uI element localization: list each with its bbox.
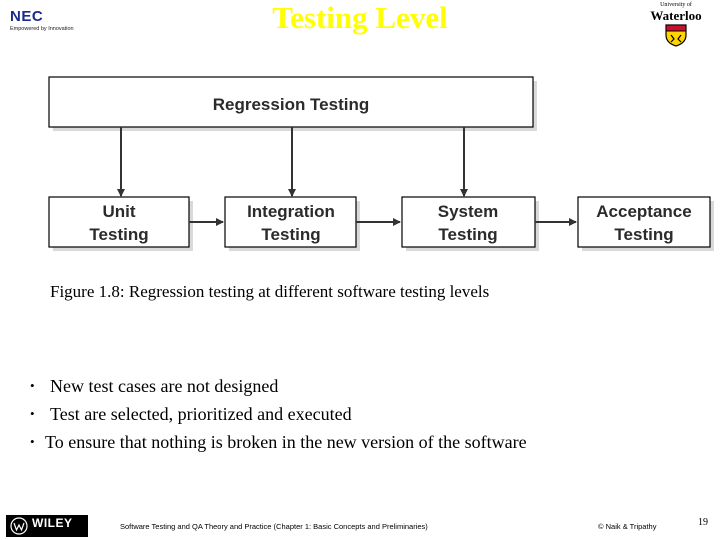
- bullet-list: • New test cases are not designed • Test…: [30, 374, 690, 458]
- bullet-text: To ensure that nothing is broken in the …: [45, 432, 527, 452]
- footer-book-title: Software Testing and QA Theory and Pract…: [120, 522, 428, 531]
- waterloo-logo-word: Waterloo: [650, 8, 702, 23]
- bullet-marker: •: [30, 378, 35, 393]
- unit-testing-box: Unit Testing: [48, 196, 193, 251]
- regression-testing-diagram: Regression Testing Unit Testing Integrat…: [48, 76, 714, 251]
- wiley-emblem-icon: [10, 517, 28, 535]
- waterloo-logo: University of Waterloo: [636, 2, 716, 48]
- unit-testing-line1: Unit: [102, 202, 135, 221]
- bullet-item: • New test cases are not designed: [30, 374, 690, 402]
- wiley-logo-word: WILEY: [32, 516, 73, 530]
- system-testing-line1: System: [438, 202, 498, 221]
- bullet-item: • Test are selected, prioritized and exe…: [30, 402, 690, 430]
- bullet-item: • To ensure that nothing is broken in th…: [30, 430, 690, 458]
- nec-logo-tagline: Empowered by Innovation: [10, 26, 74, 32]
- integration-testing-line1: Integration: [247, 202, 335, 221]
- system-testing-line2: Testing: [438, 225, 497, 244]
- regression-testing-box: Regression Testing: [48, 76, 537, 131]
- wiley-logo: WILEY: [6, 515, 88, 537]
- integration-testing-box: Integration Testing: [224, 196, 360, 251]
- page-number: 19: [698, 517, 708, 528]
- bullet-marker: •: [30, 406, 35, 421]
- unit-testing-line2: Testing: [89, 225, 148, 244]
- slide-title: Testing Level: [272, 0, 448, 35]
- shield-icon: [665, 24, 687, 47]
- footer-authors: © Naik & Tripathy: [598, 522, 657, 531]
- acceptance-testing-line2: Testing: [614, 225, 673, 244]
- nec-logo: NEC Empowered by Innovation: [10, 8, 100, 38]
- nec-logo-word: NEC: [10, 8, 44, 25]
- figure-caption: Figure 1.8: Regression testing at differ…: [50, 282, 490, 301]
- waterloo-logo-small: University of: [660, 2, 692, 8]
- regression-testing-label: Regression Testing: [213, 95, 370, 114]
- acceptance-testing-box: Acceptance Testing: [577, 196, 714, 251]
- acceptance-testing-line1: Acceptance: [596, 202, 691, 221]
- bullet-text: Test are selected, prioritized and execu…: [50, 404, 352, 424]
- bullet-marker: •: [30, 434, 35, 449]
- integration-testing-line2: Testing: [261, 225, 320, 244]
- system-testing-box: System Testing: [401, 196, 539, 251]
- bullet-text: New test cases are not designed: [50, 376, 279, 396]
